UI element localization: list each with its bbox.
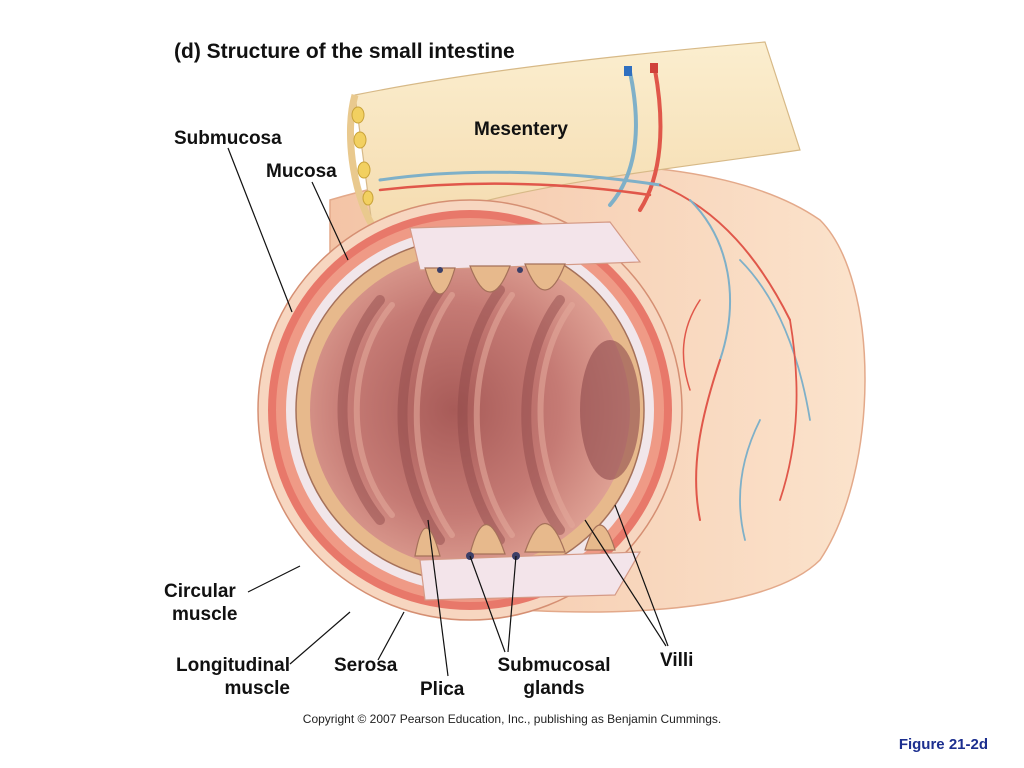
plicae-highlights (353, 292, 575, 538)
blood-vessels (378, 63, 811, 541)
top-cut-plane (409, 221, 642, 271)
bottom-cut-plane (419, 551, 642, 601)
lumen-depth (580, 340, 640, 480)
plicae-circulares (337, 285, 565, 545)
label-plica: Plica (420, 679, 465, 700)
copyright-notice: Copyright © 2007 Pearson Education, Inc.… (302, 712, 722, 726)
mesentery-fat-cells (351, 106, 374, 206)
leader-lines (227, 147, 669, 677)
figure-number: Figure 21-2d (898, 736, 988, 753)
figure-title: (d) Structure of the small intestine (174, 40, 515, 63)
label-longitudinal-muscle: Longitudinal muscle (176, 655, 290, 699)
label-submucosa: Submucosa (174, 128, 282, 149)
label-villi: Villi (660, 650, 694, 671)
label-mucosa: Mucosa (266, 161, 337, 182)
mesentery-fold (347, 94, 376, 227)
label-submucosal-glands: Submucosal glands (497, 655, 611, 699)
label-serosa: Serosa (334, 655, 398, 676)
lumen (310, 252, 630, 568)
top-plica-folds (424, 263, 566, 295)
mesentery-sheet (354, 41, 801, 226)
label-circular-muscle: Circular muscle (164, 581, 238, 625)
label-mesentery: Mesentery (474, 119, 568, 140)
